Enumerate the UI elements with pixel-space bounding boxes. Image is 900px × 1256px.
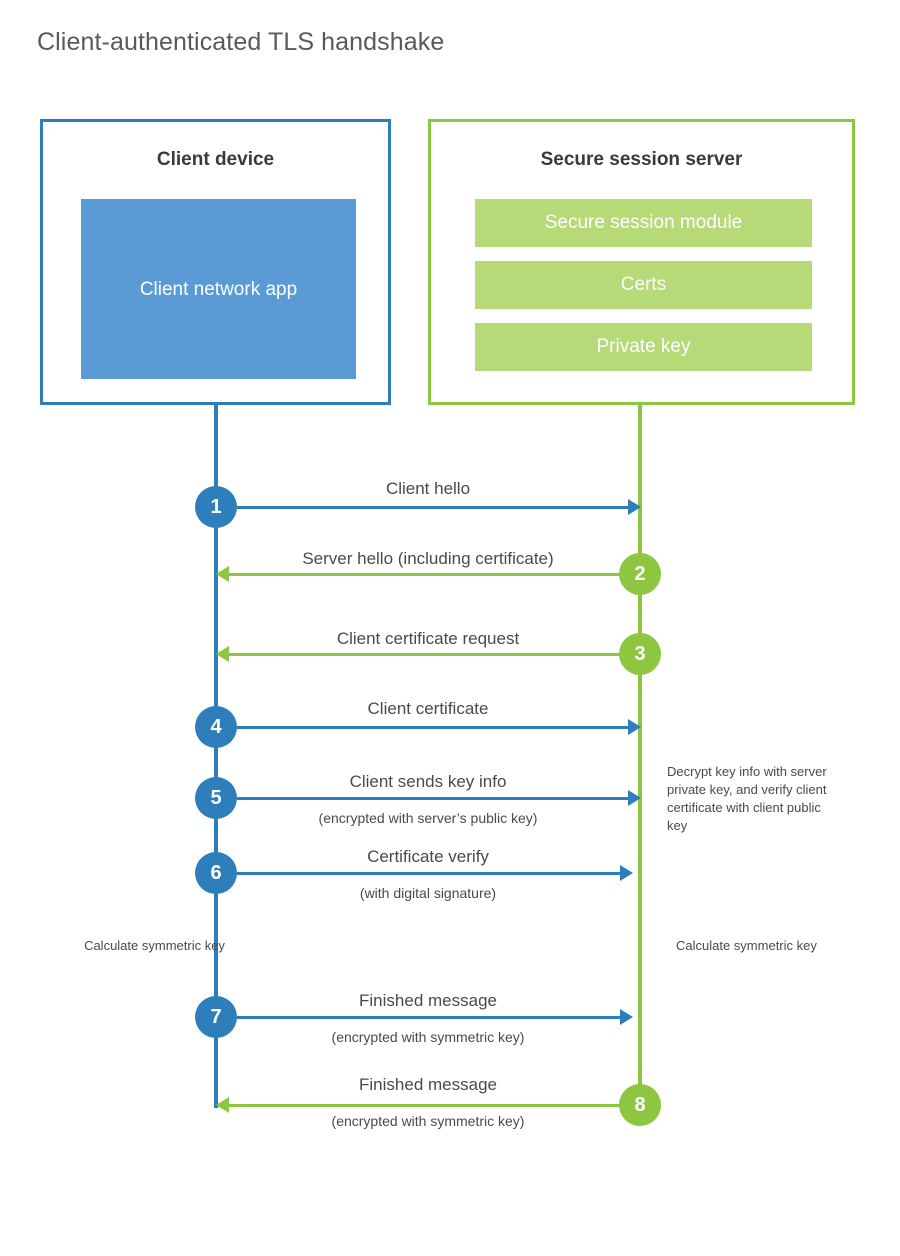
client-device-box: Client device Client network app <box>40 119 391 405</box>
client-lifeline <box>214 405 218 1108</box>
secure-session-server-box: Secure session server Secure session mod… <box>428 119 855 405</box>
step-8-arrowhead-icon <box>216 1097 229 1113</box>
client-network-app: Client network app <box>81 199 356 379</box>
step-6-label: Certificate verify <box>367 847 489 866</box>
client-device-title: Client device <box>156 149 275 170</box>
step-7-circle: 7 <box>195 996 237 1038</box>
step-5-arrowhead-icon <box>628 790 641 806</box>
step-7-label: Finished message <box>359 991 497 1010</box>
step-6-arrowhead-icon <box>620 865 633 881</box>
step-3-arrow-line <box>228 653 640 656</box>
step-7-sublabel: (encrypted with symmetric key) <box>331 1029 525 1045</box>
server-component-secure-session-module: Secure session module <box>475 199 812 247</box>
server-component-private-key: Private key <box>475 323 812 371</box>
step-2-label: Server hello (including certificate) <box>302 549 554 568</box>
step-6-sublabel: (with digital signature) <box>359 885 497 901</box>
step-1-arrowhead-icon <box>628 499 641 515</box>
step-3-arrowhead-icon <box>216 646 229 662</box>
page-title: Client-authenticated TLS handshake <box>37 28 445 56</box>
step-2-arrow-line <box>228 573 640 576</box>
client-calculate-symmetric-key-annotation: Calculate symmetric key <box>84 938 225 953</box>
step-2-arrowhead-icon <box>216 566 229 582</box>
step-3-label: Client certificate request <box>336 629 520 648</box>
step-7-arrow-line <box>216 1016 622 1019</box>
step-8-label: Finished message <box>359 1075 497 1094</box>
step-1-circle: 1 <box>195 486 237 528</box>
step-7-arrowhead-icon <box>620 1009 633 1025</box>
step-2-circle: 2 <box>619 553 661 595</box>
server-lifeline <box>638 405 642 1105</box>
step-6-circle: 6 <box>195 852 237 894</box>
step-5-circle: 5 <box>195 777 237 819</box>
step-1-label: Client hello <box>385 479 471 498</box>
step-8-circle: 8 <box>619 1084 661 1126</box>
step-6-arrow-line <box>216 872 622 875</box>
secure-session-server-title: Secure session server <box>540 149 743 170</box>
step-8-sublabel: (encrypted with symmetric key) <box>331 1113 525 1129</box>
step-1-arrow-line <box>216 506 630 509</box>
step-4-label: Client certificate <box>367 699 489 718</box>
step-4-arrowhead-icon <box>628 719 641 735</box>
server-calculate-symmetric-key-annotation: Calculate symmetric key <box>676 938 817 953</box>
step-4-circle: 4 <box>195 706 237 748</box>
step-3-circle: 3 <box>619 633 661 675</box>
step-4-arrow-line <box>216 726 630 729</box>
step-5-label: Client sends key info <box>349 772 507 791</box>
server-decrypt-annotation: Decrypt key info with server private key… <box>667 764 827 833</box>
step-8-arrow-line <box>228 1104 640 1107</box>
step-5-arrow-line <box>216 797 630 800</box>
step-5-sublabel: (encrypted with server’s public key) <box>318 810 538 826</box>
server-component-certs: Certs <box>475 261 812 309</box>
